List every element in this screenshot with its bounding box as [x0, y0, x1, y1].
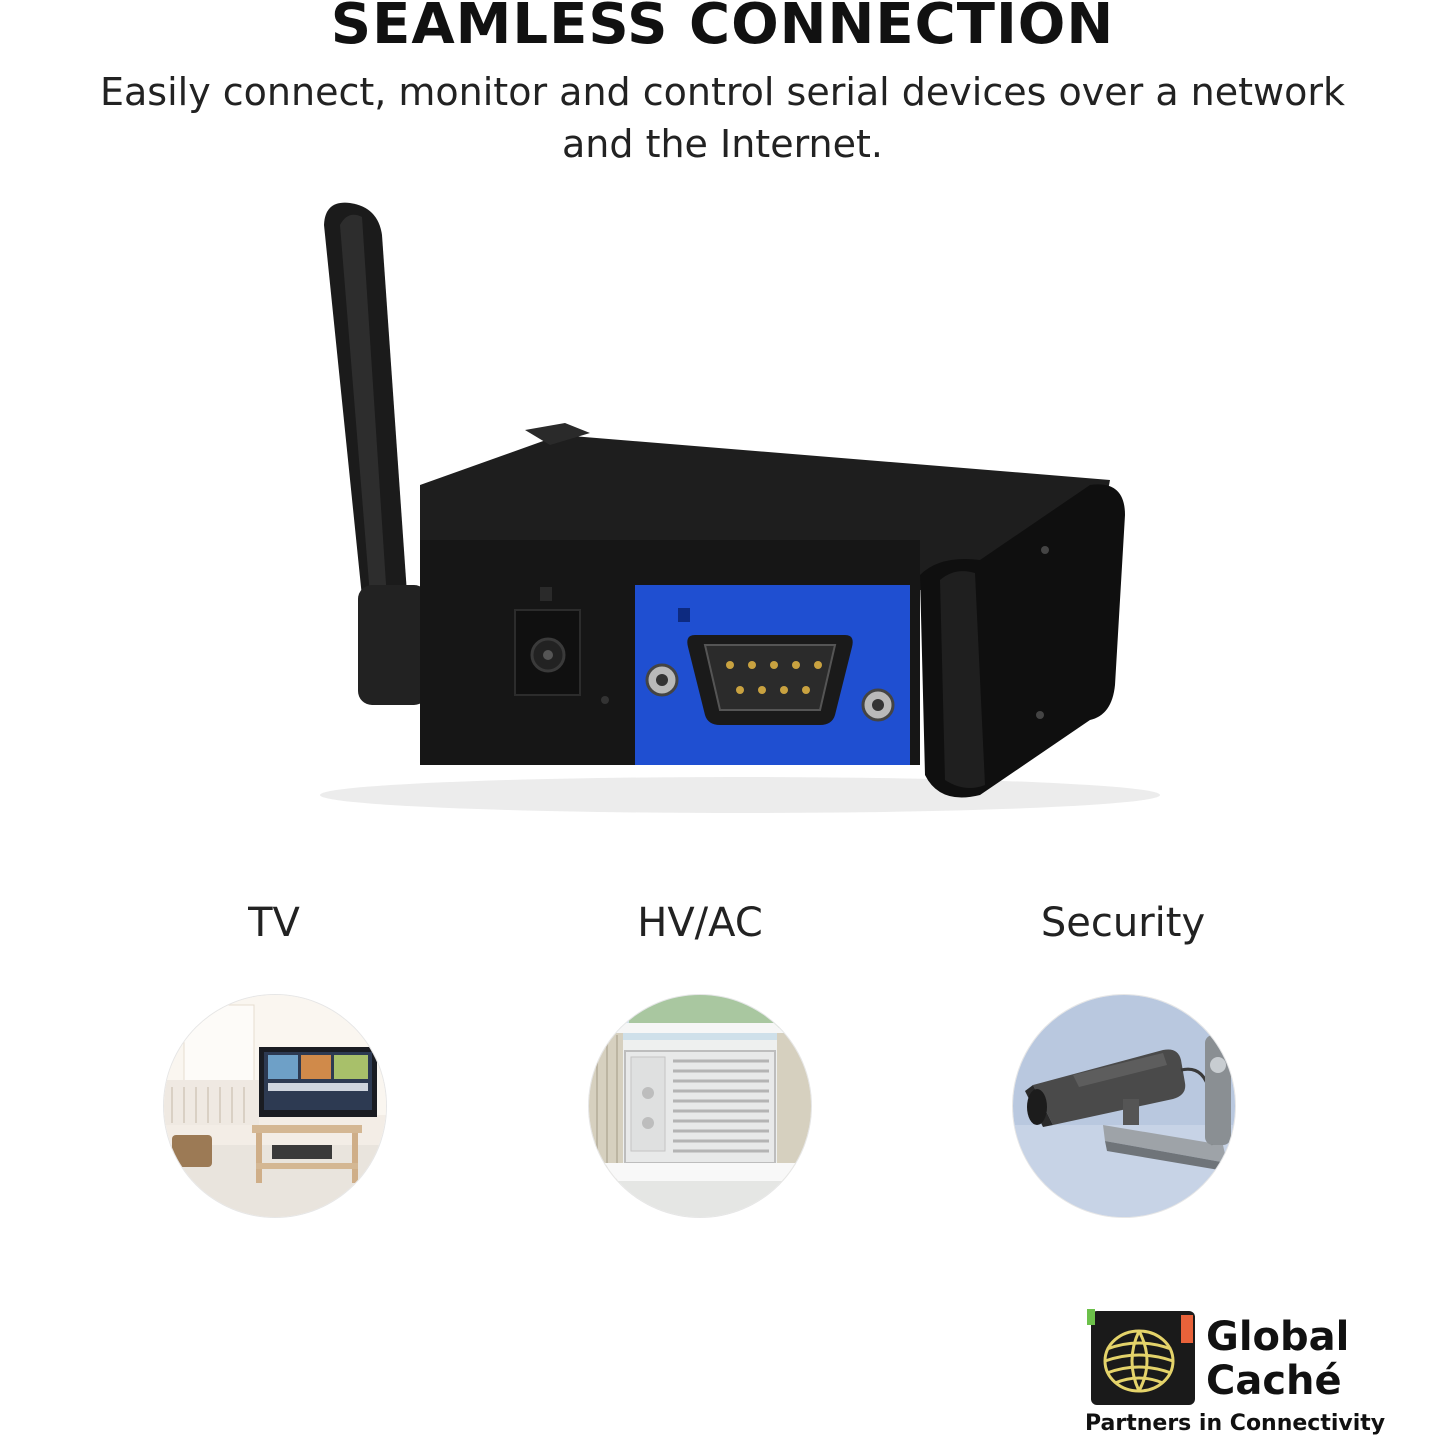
brand-name-line-2: Caché: [1206, 1358, 1342, 1404]
brand-name: Global Caché: [1206, 1315, 1349, 1403]
brand-tagline: Partners in Connectivity: [1085, 1411, 1386, 1436]
subtitle-line-2: and the Internet.: [562, 122, 883, 166]
air-conditioner-photo: [589, 995, 811, 1217]
page-title: SEAMLESS CONNECTION: [330, 0, 1115, 57]
tv-room-photo: [164, 995, 386, 1217]
serial-to-wifi-device-image: [320, 202, 1160, 813]
serial-port-panel: [635, 585, 910, 765]
page-subtitle: Easily connect, monitor and control seri…: [40, 66, 1405, 170]
power-jack: [514, 587, 609, 704]
brand-name-line-1: Global: [1206, 1314, 1350, 1360]
security-camera-photo: [1013, 995, 1235, 1217]
category-label-hvac: HV/AC: [637, 900, 763, 946]
category-label-security: Security: [1040, 900, 1206, 946]
category-label-tv: TV: [248, 900, 300, 946]
global-cache-logo: Global Caché Partners in Connectivity: [1080, 1305, 1410, 1440]
subtitle-line-1: Easily connect, monitor and control seri…: [99, 70, 1346, 114]
globe-logo-icon: [1087, 1309, 1195, 1405]
